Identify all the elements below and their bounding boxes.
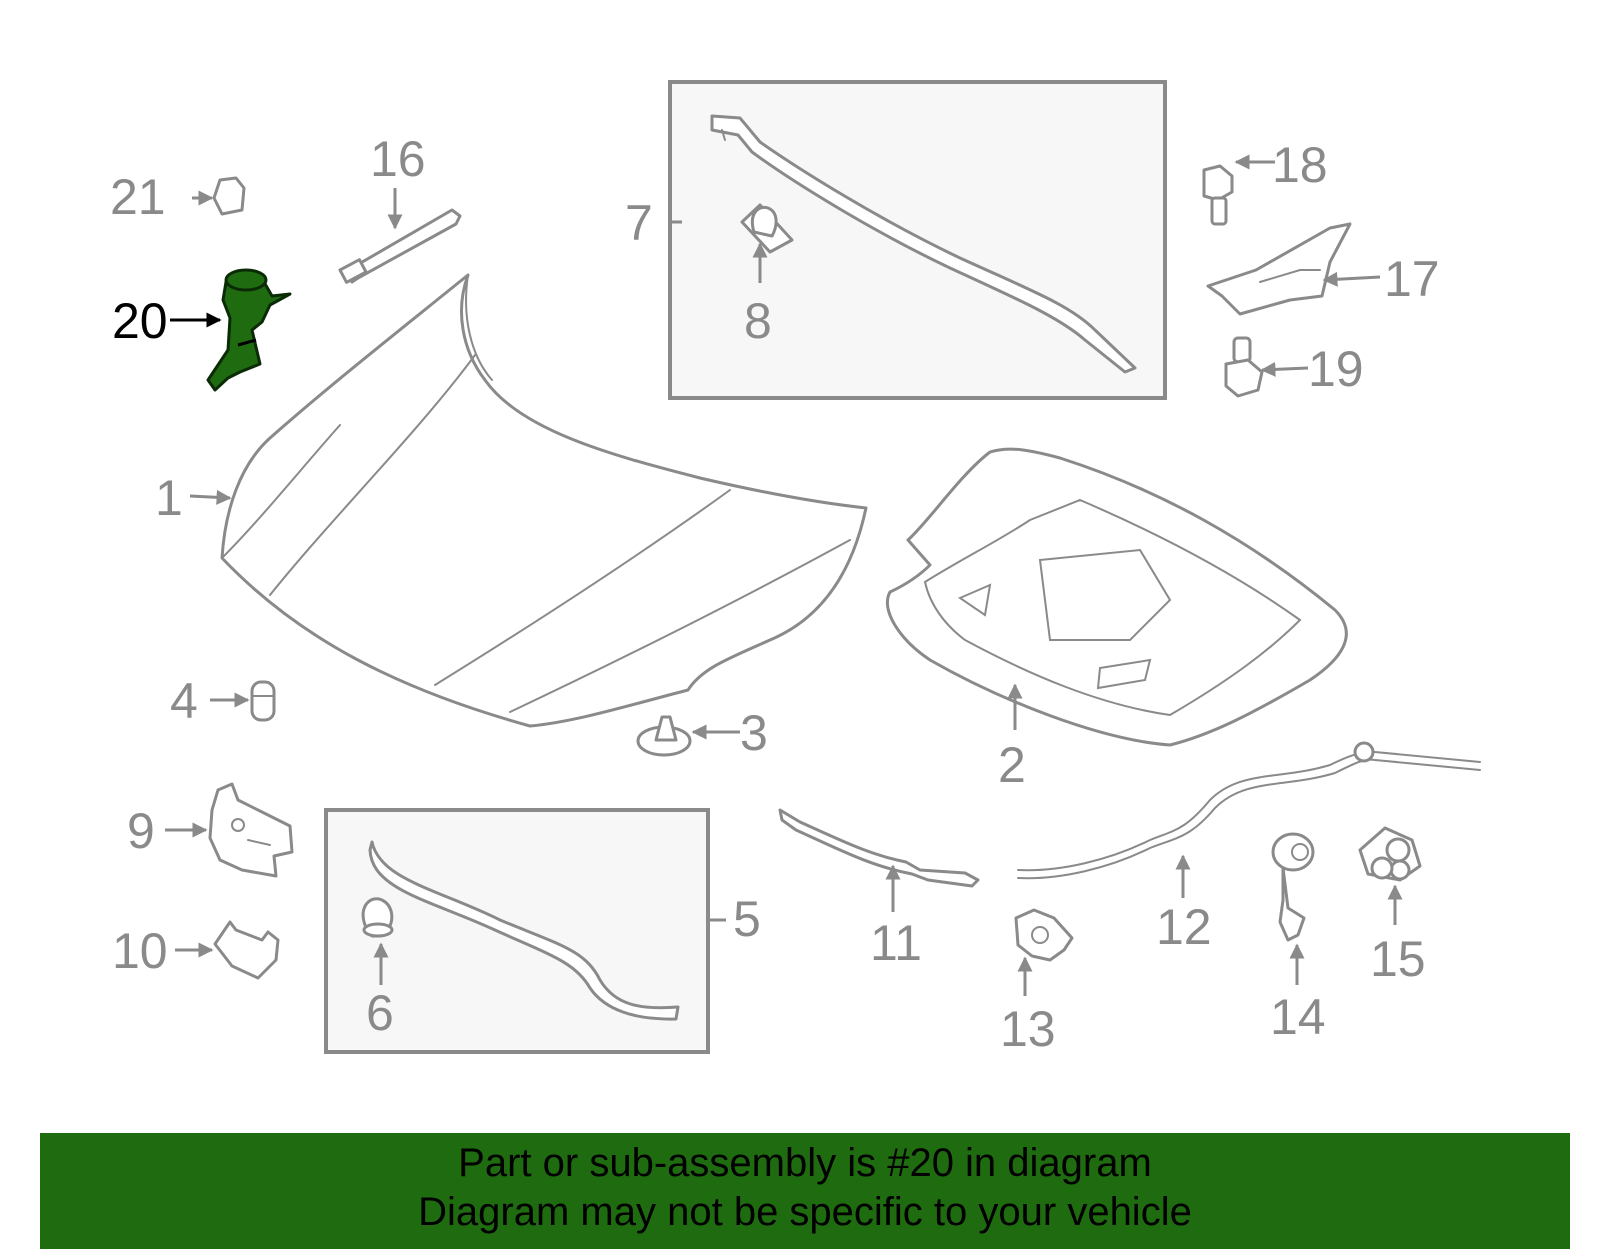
callout-4: 4	[170, 673, 198, 729]
part-4-bumper	[250, 680, 276, 722]
callout-14: 14	[1270, 989, 1326, 1045]
part-7-seal	[710, 114, 1137, 374]
part-14-support	[1271, 832, 1315, 942]
part-17-bracket	[1206, 222, 1352, 316]
part-6-clip	[361, 897, 394, 938]
part-8-clip	[740, 203, 794, 254]
callout-3: 3	[740, 705, 768, 761]
part-19-bolt	[1224, 336, 1264, 398]
part-21-nut	[212, 176, 246, 216]
callout-21: 21	[110, 169, 166, 225]
part-12-cable	[1017, 741, 1481, 880]
part-20-hinge	[206, 268, 292, 392]
part-5-seal	[368, 840, 680, 1021]
callout-15: 15	[1370, 931, 1426, 987]
callout-18: 18	[1272, 137, 1328, 193]
part-11-cable	[778, 808, 980, 888]
callout-numbers: 21 20 16 7 8 18 17 19 1 2 3 4 9 5 6 10 1…	[110, 131, 1440, 1057]
callout-8: 8	[744, 293, 772, 349]
part-3-clip	[636, 715, 692, 757]
part-15-fitting	[1358, 826, 1422, 882]
callout-13: 13	[1000, 1001, 1056, 1057]
callout-12: 12	[1156, 899, 1212, 955]
part-1-hood	[220, 273, 868, 728]
part-13-clip	[1014, 908, 1074, 962]
callout-20: 20	[112, 293, 168, 349]
callout-5: 5	[733, 891, 761, 947]
banner-line-disclaimer: Diagram may not be specific to your vehi…	[418, 1190, 1192, 1234]
part-10-bracket	[213, 920, 280, 980]
callout-10: 10	[112, 923, 168, 979]
callout-1: 1	[155, 470, 183, 526]
callout-2: 2	[998, 737, 1026, 793]
callout-11: 11	[870, 915, 922, 971]
part-2-insulator	[885, 447, 1348, 747]
part-9-latch	[208, 782, 294, 878]
callout-6: 6	[366, 985, 394, 1041]
banner-line-part: Part or sub-assembly is #20 in diagram	[458, 1141, 1152, 1185]
part-16-stay	[338, 208, 462, 284]
leader-lines	[165, 154, 1403, 996]
callout-19: 19	[1308, 341, 1364, 397]
callout-9: 9	[127, 803, 155, 859]
callout-17: 17	[1384, 251, 1440, 307]
callout-16: 16	[370, 131, 426, 187]
info-banner: Part or sub-assembly is #20 in diagram D…	[40, 1133, 1570, 1249]
callout-7: 7	[625, 195, 653, 251]
part-18-bolt	[1202, 164, 1234, 226]
